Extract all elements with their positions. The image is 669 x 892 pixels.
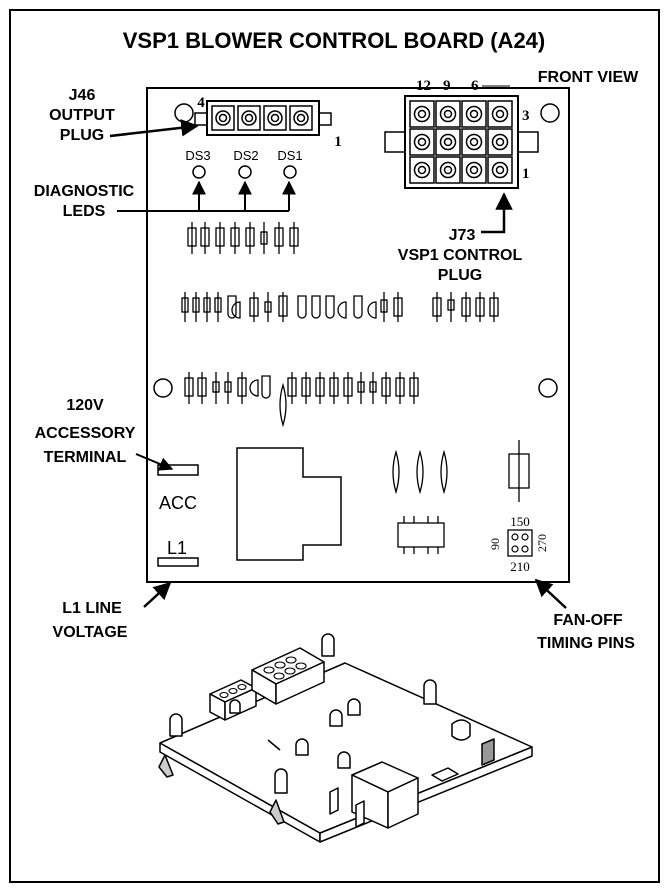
coil-components — [392, 440, 530, 502]
leds-label-line2: LEDS — [63, 203, 106, 220]
j46-label-line1: J46 — [69, 87, 96, 104]
component-row-2 — [181, 292, 499, 322]
timing-150-label: 150 — [510, 514, 530, 529]
fan-off-pointer-arrow — [534, 578, 567, 609]
diagnostic-led-icons — [192, 165, 297, 179]
component-row-3 — [184, 372, 419, 428]
leds-label-line1: DIAGNOSTIC — [34, 183, 135, 200]
l1-label-line2: VOLTAGE — [53, 624, 128, 641]
acc-label-line2: ACCESSORY — [35, 425, 136, 442]
j46-label-line2: OUTPUT — [49, 107, 115, 124]
timing-270-label: 270 — [535, 534, 549, 552]
component-row-1 — [187, 222, 299, 254]
board-outline — [146, 87, 570, 583]
j73-pin-1-label: 1 — [522, 166, 530, 182]
j46-pin-4-label: 4 — [197, 95, 205, 111]
mounting-hole-icon — [540, 103, 560, 123]
fan-off-pin-block — [507, 529, 533, 557]
outer-frame — [9, 9, 660, 883]
fan-off-label-line2: TIMING PINS — [537, 635, 635, 652]
timing-90-label: 90 — [488, 538, 502, 550]
ds3-label: DS3 — [185, 148, 210, 163]
j73-label-line1: J73 — [449, 227, 476, 244]
j46-pin-1-label: 1 — [334, 134, 342, 150]
fan-off-pins-icon — [511, 533, 529, 553]
l1-pointer-arrow — [143, 581, 172, 608]
j46-pointer-arrow — [109, 119, 199, 138]
acc-label: ACC — [159, 493, 197, 513]
mounting-hole-icon — [538, 378, 558, 398]
ds1-label: DS1 — [277, 148, 302, 163]
acc-pointer-arrow — [135, 453, 174, 471]
timing-210-label: 210 — [510, 559, 530, 574]
j73-pin-6-label: 6 — [471, 78, 479, 94]
mounting-hole-icon — [153, 378, 173, 398]
j73-pin-9-label: 9 — [443, 78, 451, 94]
leds-pointer-arrows — [117, 180, 296, 212]
j46-label-line3: PLUG — [60, 127, 104, 144]
j73-plug — [384, 95, 539, 189]
acc-label-line1: 120V — [66, 397, 104, 414]
j73-label-line2: VSP1 CONTROL — [398, 247, 523, 264]
j46-plug — [194, 100, 332, 136]
diagram-title: VSP1 BLOWER CONTROL BOARD (A24) — [123, 28, 546, 53]
l1-terminal-label: L1 — [167, 538, 187, 558]
j73-pointer-arrow — [481, 192, 513, 234]
j73-pin-12-label: 12 — [416, 78, 431, 94]
ds2-label: DS2 — [233, 148, 258, 163]
front-view-label: FRONT VIEW — [538, 69, 639, 86]
l1-terminal — [157, 557, 199, 567]
fan-off-label-line1: FAN-OFF — [553, 612, 623, 629]
j73-pin-3-label: 3 — [522, 108, 530, 124]
l1-label-line1: L1 LINE — [62, 600, 122, 617]
acc-label-line3: TERMINAL — [44, 449, 127, 466]
board-isometric-illustration — [158, 633, 533, 843]
j73-label-line3: PLUG — [438, 267, 482, 284]
ic-chip — [397, 516, 445, 554]
relay-block — [236, 447, 342, 561]
